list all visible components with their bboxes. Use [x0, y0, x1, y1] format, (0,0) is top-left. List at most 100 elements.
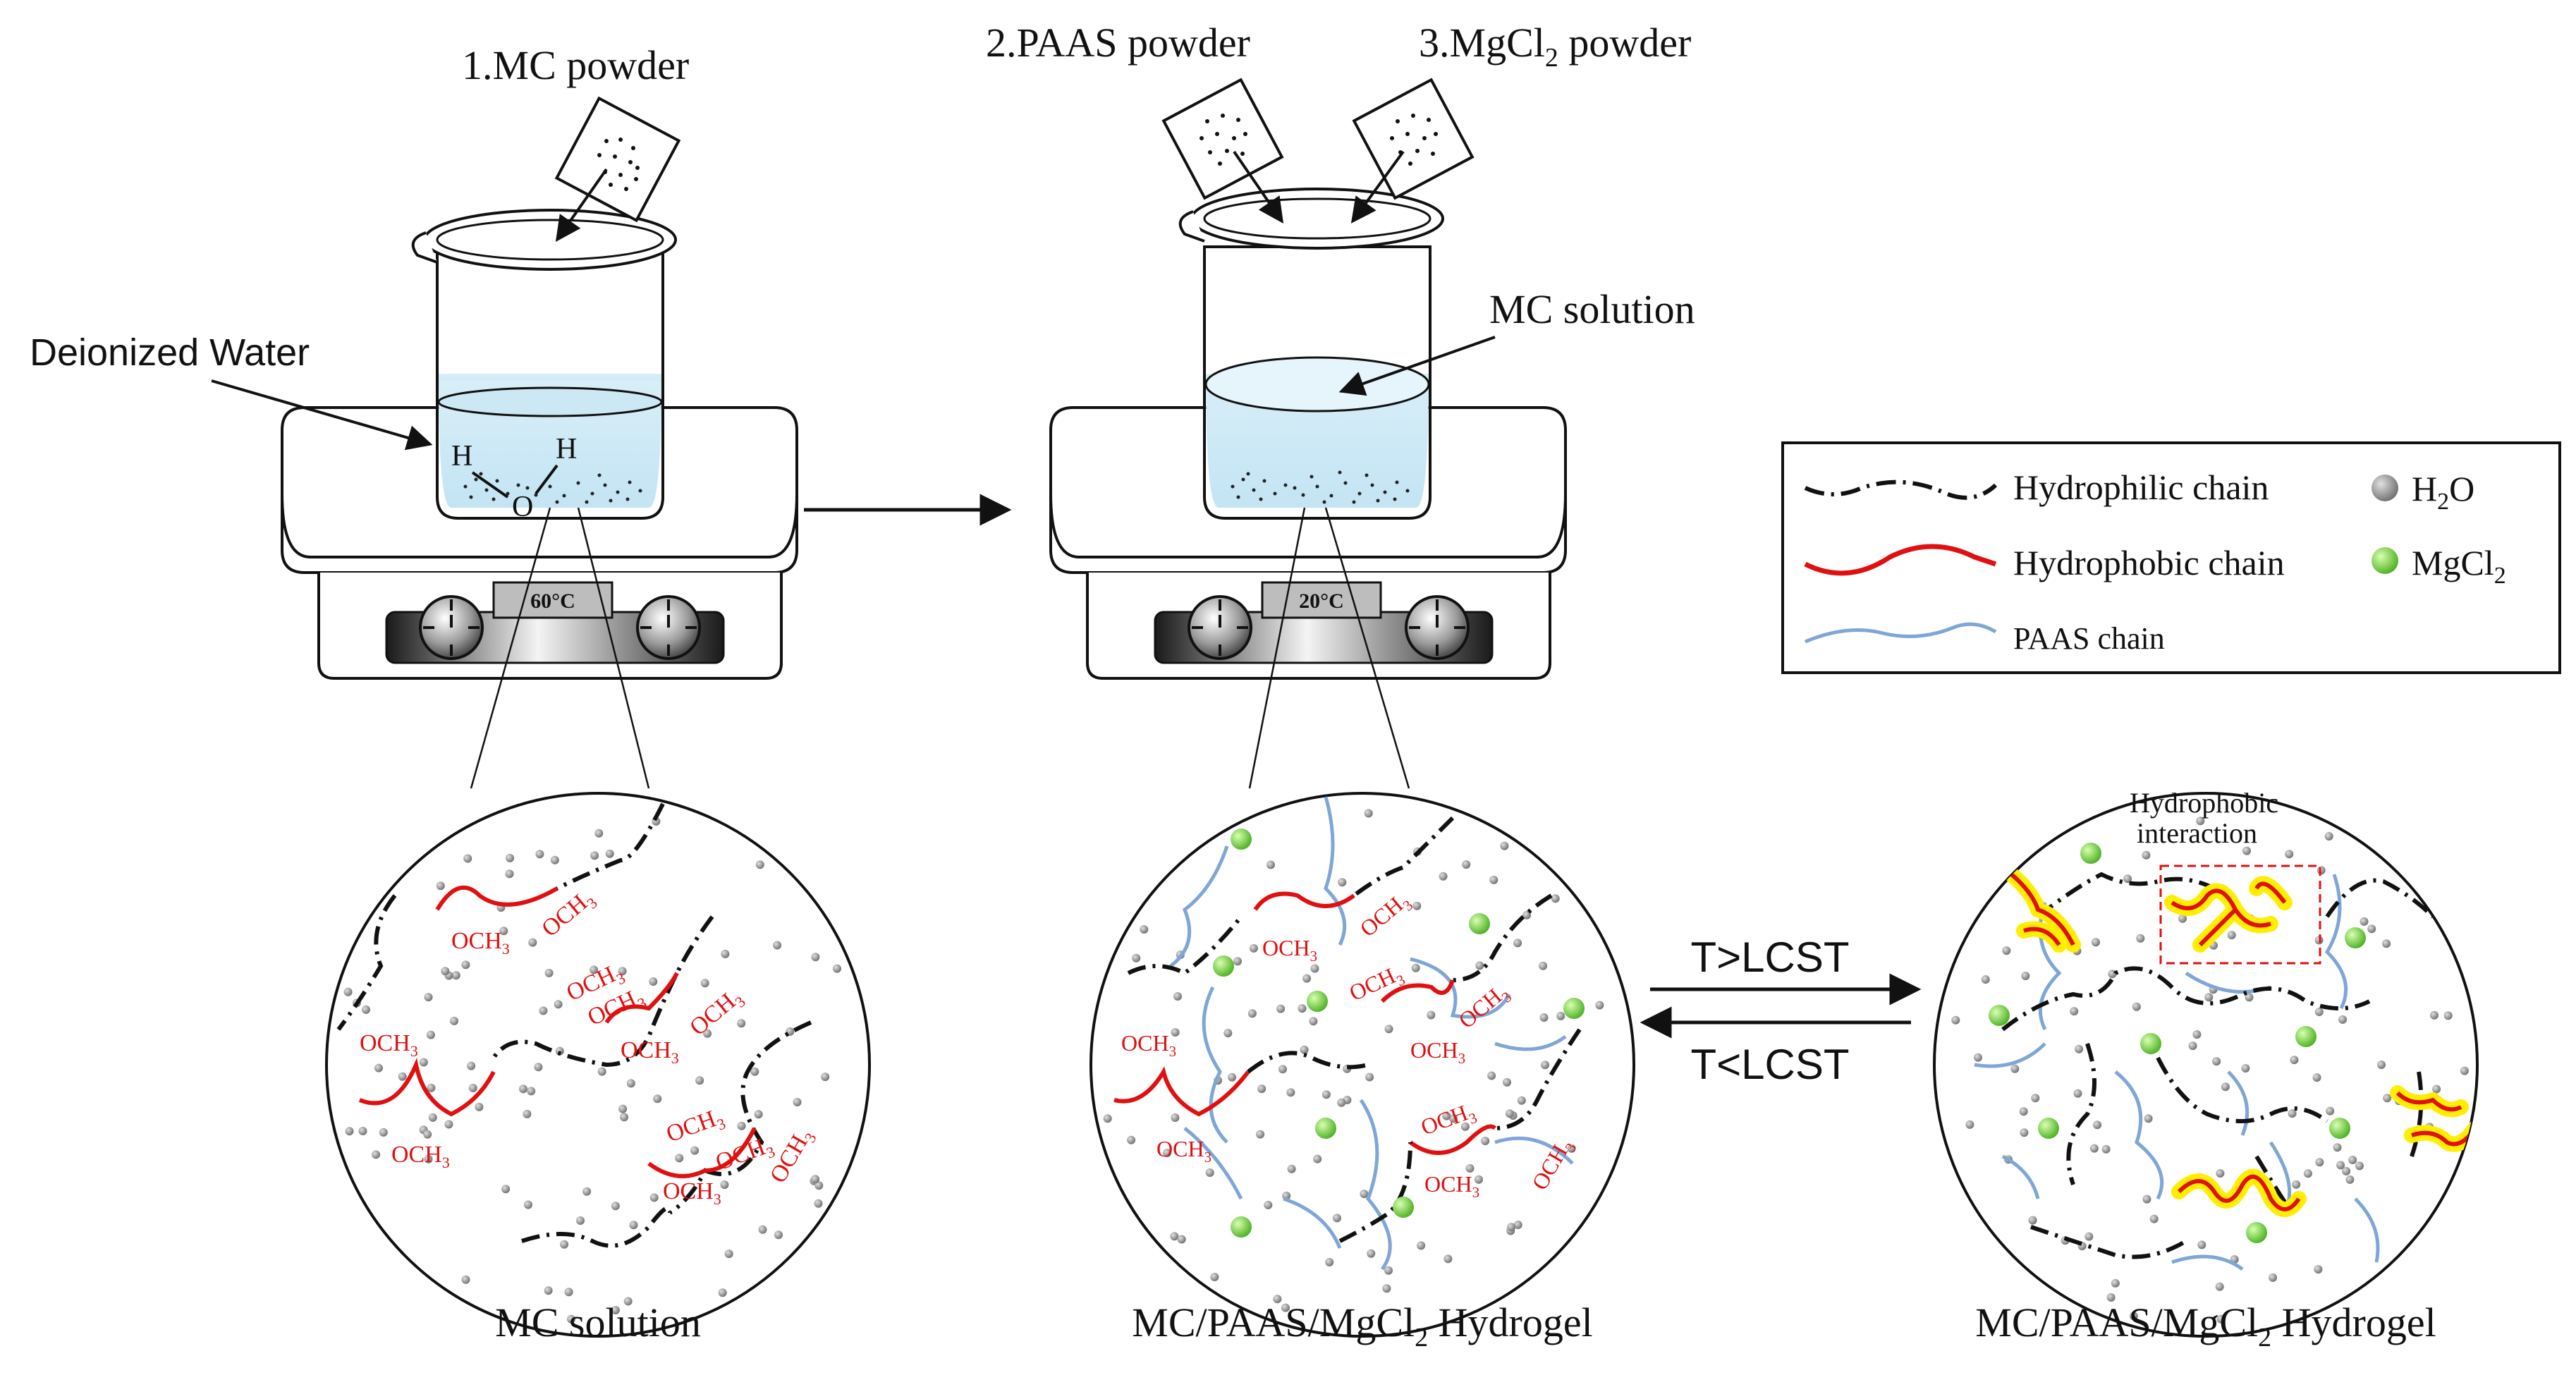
dial-icon[interactable]	[419, 595, 484, 660]
water-molecule	[1249, 943, 1258, 953]
paas-chains	[1169, 796, 1574, 1271]
water-molecule	[2314, 1265, 2323, 1274]
legend-h2o-label: H2O	[2412, 469, 2474, 515]
hydrophobic-aggregate	[1995, 860, 2081, 953]
water-molecule	[1595, 1001, 1604, 1010]
powder-packet-mgcl2	[1352, 78, 1475, 200]
zoom-circle-hydrogel-heated: Hydrophobic interaction	[1933, 787, 2479, 1338]
water-molecule	[426, 1030, 435, 1039]
dial-icon[interactable]	[1405, 595, 1470, 660]
hydrophobic-chain	[1113, 1066, 1250, 1117]
hydrophilic-chain	[1338, 1142, 1412, 1243]
water-molecule	[1500, 841, 1509, 850]
water-molecule	[2101, 1144, 2111, 1154]
water-molecule	[2315, 1158, 2324, 1167]
water-molecule	[2070, 1007, 2079, 1016]
water-molecule	[721, 949, 730, 958]
water-molecule	[560, 1240, 569, 1249]
water-molecule	[626, 1079, 635, 1088]
water-molecule	[2142, 850, 2151, 860]
water-molecule	[564, 1288, 573, 1297]
water-molecule	[2192, 1030, 2202, 1039]
water-molecule	[505, 869, 514, 879]
water-molecule	[1539, 961, 1548, 970]
water-molecule	[2216, 1314, 2226, 1324]
water-molecule	[2227, 931, 2236, 940]
water-molecule	[475, 1102, 484, 1111]
mgcl2-particles	[1213, 829, 1585, 1238]
water-molecule	[623, 1297, 633, 1306]
water-molecule	[1439, 872, 1448, 881]
water-molecule	[755, 860, 764, 869]
water-molecule	[594, 829, 604, 838]
water-molecule	[1522, 910, 1531, 919]
water-molecule	[544, 968, 554, 977]
water-molecule	[1965, 1120, 1974, 1129]
water-molecule	[2383, 1094, 2392, 1103]
water-molecule	[1442, 1111, 1451, 1120]
temperature-display: 60°C	[530, 589, 575, 613]
water-molecule	[2073, 1089, 2082, 1098]
water-molecule	[2460, 1066, 2469, 1075]
water-molecule	[2290, 1056, 2299, 1065]
water-molecule	[539, 1006, 548, 1015]
water-molecule	[345, 1127, 354, 1136]
legend-mgcl2-marker	[2371, 547, 2398, 574]
water-molecule	[833, 964, 841, 973]
water-molecule	[611, 1306, 620, 1314]
water-molecule	[2242, 846, 2251, 855]
water-molecule	[2221, 1082, 2230, 1092]
water-molecule	[590, 851, 599, 860]
water-molecule	[1367, 1249, 1376, 1258]
water-molecule	[463, 854, 472, 863]
water-molecule	[754, 1110, 763, 1119]
caption-hydrogel-right: MC/PAAS/MgCl2 Hydrogel	[1975, 1300, 2436, 1352]
legend-h2o-marker	[2371, 475, 2398, 501]
hydrophobic-aggregate	[2164, 876, 2293, 953]
water-molecule	[690, 1146, 700, 1155]
water-molecule	[379, 1128, 388, 1137]
water-molecule	[1449, 1114, 1458, 1123]
water-molecule	[450, 1016, 458, 1025]
water-molecule	[649, 1193, 659, 1202]
water-molecule	[1177, 1235, 1186, 1244]
water-molecule	[1411, 963, 1420, 972]
label-below-lcst: T<LCST	[1690, 1041, 1849, 1088]
water-molecule	[1505, 1109, 1514, 1118]
water-molecule	[2002, 946, 2011, 955]
water-molecule	[2197, 1240, 2206, 1249]
water-molecule	[2355, 1161, 2364, 1171]
water-molecule	[814, 1199, 823, 1208]
water-molecule	[1223, 1029, 1233, 1038]
water-molecule	[597, 1067, 606, 1076]
water-molecule	[1273, 1295, 1282, 1304]
water-molecule	[1233, 957, 1242, 966]
water-molecule	[2144, 1114, 2153, 1123]
arrow-packet-to-beaker	[555, 168, 608, 242]
beaker-left: H H O	[411, 209, 677, 523]
water-molecule	[2348, 1156, 2357, 1164]
water-molecule	[2092, 938, 2100, 947]
legend-hydrophobic-swatch	[1804, 544, 1997, 576]
water-molecule	[1281, 1303, 1290, 1312]
water-molecule	[653, 1094, 662, 1104]
water-molecule	[1103, 1114, 1112, 1123]
water-molecule	[821, 1073, 830, 1082]
water-molecule	[1489, 875, 1498, 884]
water-molecule	[611, 1202, 620, 1211]
water-molecule	[2188, 1041, 2197, 1051]
water-molecule	[2324, 832, 2333, 841]
oxygen: O	[512, 491, 533, 523]
water-molecule	[419, 1058, 428, 1067]
svg-text:OCH3: OCH3	[621, 1037, 679, 1067]
water-molecule	[527, 1087, 536, 1096]
hydrophobic-chain	[1380, 979, 1455, 1003]
water-molecule	[2303, 1169, 2312, 1178]
hydrophobic-chain	[604, 972, 679, 1024]
dial-icon[interactable]	[636, 595, 701, 660]
dial-icon[interactable]	[1188, 595, 1252, 660]
water-molecule	[1300, 1045, 1309, 1054]
water-molecule	[1475, 1175, 1483, 1184]
water-molecule	[1365, 1073, 1374, 1082]
